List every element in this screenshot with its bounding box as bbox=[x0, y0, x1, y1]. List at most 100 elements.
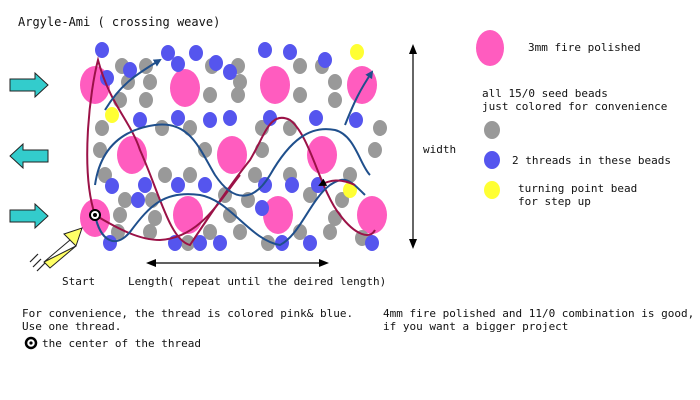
two-thread-bead bbox=[223, 110, 237, 126]
seed-bead bbox=[198, 142, 212, 158]
seed-bead bbox=[203, 87, 217, 103]
seed-bead bbox=[255, 142, 269, 158]
start-arrow-icon bbox=[29, 227, 83, 272]
note-thread-line2: Use one thread. bbox=[22, 320, 121, 333]
two-thread-bead bbox=[365, 235, 379, 251]
legend-two-threads-label: 2 threads in these beads bbox=[512, 154, 671, 167]
seed-bead bbox=[93, 142, 107, 158]
fire-polished-bead bbox=[347, 66, 377, 104]
blue-thread-top bbox=[104, 58, 162, 111]
legend-fire-polished-swatch bbox=[476, 30, 504, 66]
pink-thread-end bbox=[318, 178, 356, 186]
blue-thread bbox=[94, 178, 366, 247]
width-arrow bbox=[409, 44, 417, 249]
start-label: Start bbox=[62, 275, 95, 288]
two-thread-bead bbox=[258, 42, 272, 58]
seed-bead bbox=[155, 120, 169, 136]
two-thread-bead bbox=[209, 55, 223, 71]
seed-bead bbox=[148, 210, 162, 226]
seed-bead bbox=[223, 207, 237, 223]
seed-bead bbox=[233, 224, 247, 240]
two-thread-bead bbox=[171, 56, 185, 72]
two-thread-bead bbox=[123, 62, 137, 78]
seed-bead bbox=[183, 167, 197, 183]
two-thread-bead bbox=[133, 112, 147, 128]
blue-thread-end bbox=[344, 70, 374, 126]
right-arrow-icon bbox=[9, 202, 49, 230]
two-thread-bead bbox=[285, 177, 299, 193]
two-thread-bead bbox=[193, 235, 207, 251]
two-thread-bead bbox=[283, 44, 297, 60]
seed-bead bbox=[158, 167, 172, 183]
diagram-title: Argyle-Ami ( crossing weave) bbox=[18, 15, 221, 29]
seed-bead bbox=[283, 120, 297, 136]
two-thread-bead bbox=[309, 110, 323, 126]
seed-bead bbox=[233, 74, 247, 90]
center-marker-icon bbox=[89, 209, 101, 221]
length-arrow bbox=[146, 259, 329, 267]
seed-bead bbox=[328, 92, 342, 108]
seed-bead bbox=[343, 167, 357, 183]
turning-point-bead bbox=[343, 182, 357, 198]
seed-bead bbox=[248, 167, 262, 183]
seed-bead bbox=[203, 224, 217, 240]
two-thread-bead bbox=[349, 112, 363, 128]
legend-seed-note-line1: all 15/0 seed beads bbox=[482, 87, 608, 100]
seed-bead bbox=[95, 120, 109, 136]
two-thread-bead bbox=[213, 235, 227, 251]
note-bigger-line2: if you want a bigger project bbox=[383, 320, 568, 333]
two-thread-bead bbox=[223, 64, 237, 80]
legend: 3mm fire polished all 15/0 seed beads ju… bbox=[476, 30, 671, 208]
note-center-label: the center of the thread bbox=[42, 337, 201, 350]
seed-bead bbox=[293, 58, 307, 74]
two-thread-bead bbox=[303, 235, 317, 251]
two-thread-bead bbox=[171, 177, 185, 193]
seed-bead bbox=[143, 224, 157, 240]
seed-bead bbox=[328, 74, 342, 90]
fire-polished-bead bbox=[217, 136, 247, 174]
seed-bead bbox=[183, 120, 197, 136]
seed-bead bbox=[323, 224, 337, 240]
seed-bead bbox=[328, 210, 342, 226]
legend-turning-line2: for step up bbox=[518, 195, 591, 208]
two-thread-bead bbox=[100, 70, 114, 86]
fire-polished-bead bbox=[263, 196, 293, 234]
two-thread-bead bbox=[131, 192, 145, 208]
two-thread-bead bbox=[95, 42, 109, 58]
turning-point-bead bbox=[105, 107, 119, 123]
seed-bead bbox=[373, 120, 387, 136]
length-label: Length( repeat until the deired length) bbox=[128, 275, 386, 288]
legend-turning-swatch bbox=[484, 181, 500, 199]
seed-bead bbox=[181, 235, 195, 251]
fire-polished-bead bbox=[260, 66, 290, 104]
legend-turning-line1: turning point bead bbox=[518, 182, 637, 195]
fire-polished-bead bbox=[357, 196, 387, 234]
seed-bead bbox=[143, 74, 157, 90]
seed-bead bbox=[231, 87, 245, 103]
two-thread-bead bbox=[318, 52, 332, 68]
legend-seed-note-line2: just colored for convenience bbox=[482, 100, 667, 113]
seed-bead bbox=[113, 207, 127, 223]
seed-bead bbox=[293, 87, 307, 103]
seed-bead bbox=[139, 92, 153, 108]
fire-polished-bead bbox=[173, 196, 203, 234]
note-bigger-line1: 4mm fire polished and 11/0 combination i… bbox=[383, 307, 694, 320]
pink-thread-lower bbox=[94, 174, 241, 242]
blue-thread-mid bbox=[94, 123, 371, 197]
legend-seed-gray-swatch bbox=[484, 121, 500, 139]
fire-polished-bead bbox=[117, 136, 147, 174]
seed-bead bbox=[368, 142, 382, 158]
turning-point-bead bbox=[350, 44, 364, 60]
width-label: width bbox=[423, 143, 456, 156]
seed-bead bbox=[98, 167, 112, 183]
two-thread-bead bbox=[138, 177, 152, 193]
left-arrow-icon bbox=[9, 142, 49, 170]
two-thread-bead bbox=[171, 110, 185, 126]
two-thread-bead bbox=[255, 200, 269, 216]
two-thread-bead bbox=[258, 177, 272, 193]
two-thread-bead bbox=[161, 45, 175, 61]
fire-polished-bead bbox=[170, 69, 200, 107]
legend-blue-bead-swatch bbox=[484, 151, 500, 169]
bead-layer bbox=[80, 42, 387, 251]
two-thread-bead bbox=[189, 45, 203, 61]
